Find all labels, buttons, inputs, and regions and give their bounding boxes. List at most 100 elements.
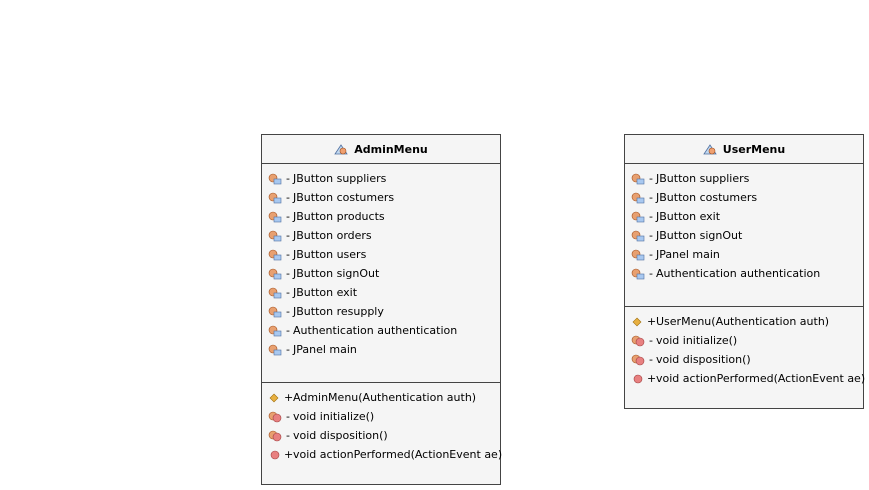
field-row[interactable]: - JButton exit <box>262 283 500 302</box>
field-label: JButton users <box>293 248 367 261</box>
method-label: void disposition() <box>656 353 751 366</box>
visibility-marker: - <box>286 343 290 356</box>
visibility-marker: - <box>286 286 290 299</box>
visibility-marker: - <box>286 229 290 242</box>
visibility-marker: - <box>649 172 653 185</box>
class-icon <box>703 144 717 155</box>
private-field-icon <box>268 344 282 355</box>
field-label: JButton products <box>293 210 385 223</box>
method-label: void initialize() <box>293 410 375 423</box>
field-label: JButton suppliers <box>656 172 750 185</box>
field-label: JButton signOut <box>656 229 743 242</box>
method-row[interactable]: - void initialize() <box>625 331 863 350</box>
field-row[interactable]: - JButton costumers <box>625 188 863 207</box>
visibility-marker: - <box>649 248 653 261</box>
visibility-marker: - <box>286 248 290 261</box>
method-row[interactable]: + AdminMenu(Authentication auth) <box>262 388 500 407</box>
field-row[interactable]: - JButton exit <box>625 207 863 226</box>
field-row[interactable]: - JButton resupply <box>262 302 500 321</box>
field-row[interactable]: - JButton products <box>262 207 500 226</box>
visibility-marker: + <box>284 448 294 461</box>
private-method-icon <box>268 430 282 441</box>
constructor-icon <box>269 393 279 402</box>
field-label: JButton exit <box>293 286 358 299</box>
method-label: void actionPerformed(ActionEvent ae) <box>293 448 503 461</box>
private-method-icon <box>631 335 645 346</box>
visibility-marker: - <box>649 334 653 347</box>
method-row[interactable]: - void disposition() <box>262 426 500 445</box>
private-field-icon <box>268 268 282 279</box>
method-row[interactable]: + UserMenu(Authentication auth) <box>625 312 863 331</box>
field-row[interactable]: - JPanel main <box>262 340 500 359</box>
field-label: JButton costumers <box>656 191 758 204</box>
method-row[interactable]: + void actionPerformed(ActionEvent ae) <box>262 445 503 464</box>
field-row[interactable]: - Authentication authentication <box>625 264 863 283</box>
private-field-icon <box>631 268 645 279</box>
visibility-marker: - <box>649 267 653 280</box>
field-row[interactable]: - Authentication authentication <box>262 321 500 340</box>
field-row[interactable]: - JButton costumers <box>262 188 500 207</box>
visibility-marker: - <box>286 210 290 223</box>
private-field-icon <box>631 211 645 222</box>
visibility-marker: - <box>649 229 653 242</box>
visibility-marker: - <box>286 172 290 185</box>
method-label: void initialize() <box>656 334 738 347</box>
class-icon <box>334 144 348 155</box>
visibility-marker: - <box>286 267 290 280</box>
private-field-icon <box>631 173 645 184</box>
class-box-adminmenu[interactable]: AdminMenu - JButton suppliers - JButton … <box>261 134 503 485</box>
method-row[interactable]: - void initialize() <box>262 407 500 426</box>
private-field-icon <box>631 192 645 203</box>
field-label: JButton resupply <box>293 305 384 318</box>
public-method-icon <box>633 374 643 383</box>
private-field-icon <box>631 230 645 241</box>
field-row[interactable]: - JButton suppliers <box>625 169 863 188</box>
private-field-icon <box>268 325 282 336</box>
field-row[interactable]: - JButton signOut <box>625 226 863 245</box>
field-row[interactable]: - JButton signOut <box>262 264 500 283</box>
private-field-icon <box>268 173 282 184</box>
field-row[interactable]: - JButton users <box>262 245 500 264</box>
methods-compartment: + UserMenu(Authentication auth) - void i… <box>625 307 866 388</box>
visibility-marker: - <box>649 353 653 366</box>
class-box-usermenu[interactable]: UserMenu - JButton suppliers - JButton c… <box>624 134 866 409</box>
visibility-marker: + <box>647 315 657 328</box>
field-label: JButton orders <box>293 229 372 242</box>
fields-compartment: - JButton suppliers - JButton costumers … <box>625 164 863 307</box>
public-method-icon <box>270 450 280 459</box>
method-row[interactable]: - void disposition() <box>625 350 863 369</box>
visibility-marker: - <box>286 191 290 204</box>
private-field-icon <box>268 192 282 203</box>
private-field-icon <box>268 306 282 317</box>
field-row[interactable]: - JButton orders <box>262 226 500 245</box>
field-row[interactable]: - JPanel main <box>625 245 863 264</box>
field-label: JButton exit <box>656 210 721 223</box>
field-label: JButton suppliers <box>293 172 387 185</box>
visibility-marker: - <box>286 305 290 318</box>
fields-compartment: - JButton suppliers - JButton costumers … <box>262 164 500 383</box>
visibility-marker: - <box>286 410 290 423</box>
field-label: JPanel main <box>656 248 720 261</box>
class-header: UserMenu <box>625 135 863 164</box>
method-row[interactable]: + void actionPerformed(ActionEvent ae) <box>625 369 866 388</box>
private-field-icon <box>268 249 282 260</box>
field-label: Authentication authentication <box>656 267 821 280</box>
private-field-icon <box>631 249 645 260</box>
visibility-marker: + <box>647 372 657 385</box>
class-name: UserMenu <box>722 142 786 156</box>
method-label: UserMenu(Authentication auth) <box>656 315 830 328</box>
field-row[interactable]: - JButton suppliers <box>262 169 500 188</box>
visibility-marker: + <box>284 391 294 404</box>
method-label: void disposition() <box>293 429 388 442</box>
field-label: JButton signOut <box>293 267 380 280</box>
visibility-marker: - <box>649 210 653 223</box>
visibility-marker: - <box>649 191 653 204</box>
private-field-icon <box>268 230 282 241</box>
method-label: void actionPerformed(ActionEvent ae) <box>656 372 866 385</box>
constructor-icon <box>632 317 642 326</box>
method-label: AdminMenu(Authentication auth) <box>293 391 477 404</box>
field-label: JPanel main <box>293 343 357 356</box>
visibility-marker: - <box>286 429 290 442</box>
private-method-icon <box>631 354 645 365</box>
field-label: Authentication authentication <box>293 324 458 337</box>
